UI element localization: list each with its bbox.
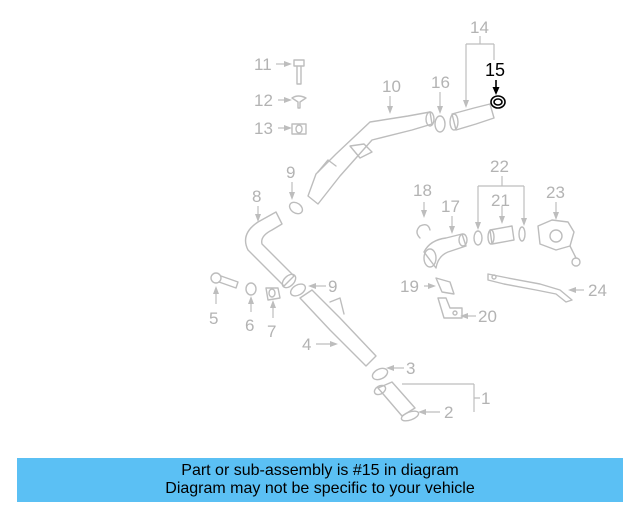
part-hose-21 bbox=[487, 225, 515, 245]
callout-4: 4 bbox=[302, 335, 338, 354]
callout-19: 19 bbox=[400, 277, 436, 296]
svg-text:22: 22 bbox=[490, 157, 509, 176]
callout-22: 22 bbox=[475, 157, 527, 230]
part-hose-8 bbox=[244, 211, 297, 289]
part-clamps-22 bbox=[473, 226, 526, 246]
svg-text:5: 5 bbox=[209, 309, 218, 328]
svg-text:3: 3 bbox=[406, 359, 415, 378]
callout-20: 20 bbox=[460, 307, 497, 326]
part-clip-18 bbox=[416, 223, 431, 239]
svg-text:17: 17 bbox=[441, 197, 460, 216]
svg-text:20: 20 bbox=[478, 307, 497, 326]
callout-13: 13 bbox=[254, 119, 292, 138]
callout-5: 5 bbox=[209, 286, 219, 328]
svg-text:14: 14 bbox=[470, 18, 489, 37]
callout-11: 11 bbox=[254, 55, 292, 74]
part-rod-24 bbox=[487, 273, 573, 303]
callout-16: 16 bbox=[431, 73, 450, 114]
callout-17: 17 bbox=[441, 197, 460, 234]
svg-text:21: 21 bbox=[491, 191, 510, 210]
callout-8: 8 bbox=[252, 187, 261, 222]
callout-21: 21 bbox=[491, 191, 510, 224]
part-clamp-9a bbox=[288, 201, 304, 215]
callout-24: 24 bbox=[568, 281, 607, 300]
svg-text:19: 19 bbox=[400, 277, 419, 296]
callout-3: 3 bbox=[386, 359, 415, 378]
callout-18: 18 bbox=[413, 181, 432, 218]
callout-9a: 9 bbox=[286, 163, 295, 200]
part-washer-6 bbox=[245, 282, 257, 296]
part-clamp-9b bbox=[289, 283, 307, 297]
info-banner: Part or sub-assembly is #15 in diagram D… bbox=[17, 458, 623, 502]
callout-23: 23 bbox=[546, 183, 565, 220]
svg-text:6: 6 bbox=[245, 316, 254, 335]
svg-text:11: 11 bbox=[254, 55, 272, 74]
part-grommet-7 bbox=[265, 287, 281, 301]
callout-7: 7 bbox=[267, 300, 276, 341]
parts-diagram: 1 2 3 4 5 6 bbox=[209, 18, 607, 422]
part-nut-13 bbox=[291, 123, 307, 135]
part-bracket-19 bbox=[435, 277, 455, 295]
part-clamp-16 bbox=[434, 115, 446, 133]
part-lower-hose bbox=[373, 381, 420, 422]
part-pipe-10 bbox=[307, 111, 435, 205]
svg-text:23: 23 bbox=[546, 183, 565, 202]
svg-text:1: 1 bbox=[481, 389, 490, 408]
svg-text:16: 16 bbox=[431, 73, 450, 92]
part-clamp-3 bbox=[371, 367, 389, 381]
svg-text:2: 2 bbox=[444, 403, 453, 422]
svg-text:4: 4 bbox=[302, 335, 311, 354]
part-hose-14 bbox=[449, 103, 495, 131]
part-clip-12 bbox=[291, 95, 307, 109]
callout-15: 15 bbox=[485, 60, 505, 95]
svg-text:12: 12 bbox=[254, 91, 273, 110]
part-hose-4 bbox=[299, 289, 377, 367]
callout-2: 2 bbox=[418, 403, 453, 422]
svg-text:9: 9 bbox=[328, 277, 337, 296]
callout-6: 6 bbox=[245, 296, 254, 335]
part-bracket-20 bbox=[437, 297, 463, 319]
svg-text:9: 9 bbox=[286, 163, 295, 182]
callout-9b: 9 bbox=[308, 277, 337, 296]
banner-line-2: Diagram may not be specific to your vehi… bbox=[165, 480, 475, 497]
callout-14: 14 bbox=[463, 18, 495, 108]
part-housing-23 bbox=[537, 219, 581, 267]
callout-10: 10 bbox=[382, 77, 401, 114]
part-bolt-5 bbox=[210, 272, 239, 289]
svg-text:18: 18 bbox=[413, 181, 432, 200]
svg-text:13: 13 bbox=[254, 119, 273, 138]
svg-text:24: 24 bbox=[588, 281, 607, 300]
part-oring-15 bbox=[490, 95, 506, 109]
svg-text:15: 15 bbox=[485, 60, 505, 80]
callout-1: 1 bbox=[402, 383, 490, 412]
part-hose-17 bbox=[423, 233, 468, 269]
svg-text:8: 8 bbox=[252, 187, 261, 206]
banner-line-1: Part or sub-assembly is #15 in diagram bbox=[181, 462, 459, 479]
svg-text:7: 7 bbox=[267, 322, 276, 341]
part-bolt-11 bbox=[293, 59, 305, 85]
callout-12: 12 bbox=[254, 91, 292, 110]
svg-text:10: 10 bbox=[382, 77, 401, 96]
